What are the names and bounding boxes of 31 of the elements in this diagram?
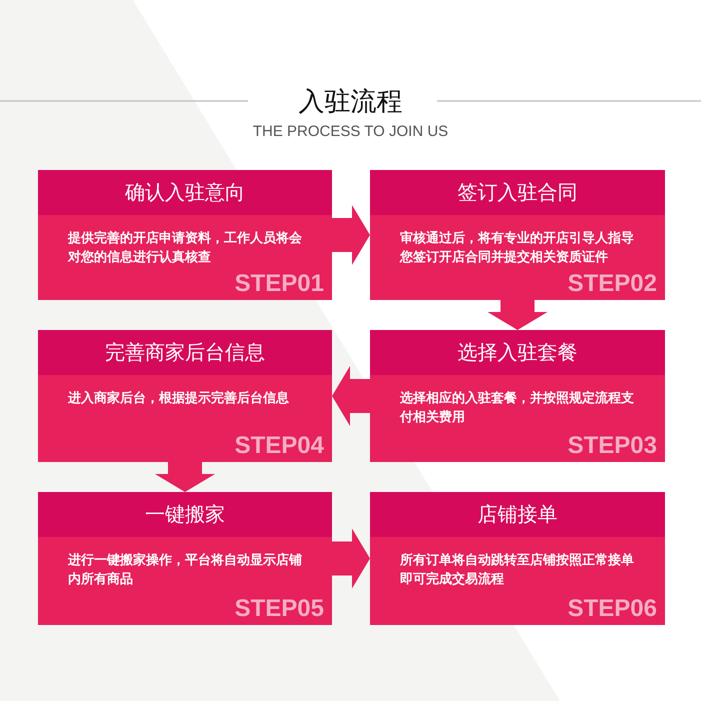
step-title: 完善商家后台信息: [38, 330, 332, 375]
step-number: STEP01: [234, 272, 324, 296]
step-number: STEP02: [568, 272, 657, 296]
step-card: [370, 170, 665, 300]
step-number: STEP05: [234, 597, 324, 621]
block-arrow: [332, 205, 370, 265]
step-title: 确认入驻意向: [38, 170, 332, 215]
step-description: 进行一键搬家操作，平台将自动显示店铺内所有商品: [68, 551, 302, 588]
step-description: 审核通过后，将有专业的开店引导人指导您签订开店合同并提交相关资质证件: [400, 229, 635, 266]
step-title: 一键搬家: [38, 492, 332, 537]
step-number: STEP04: [234, 434, 324, 458]
step-card: [38, 170, 332, 300]
step-card: [370, 330, 665, 462]
step-card: [38, 330, 332, 462]
block-arrow: [332, 366, 370, 426]
step-description: 选择相应的入驻套餐，并按照规定流程支付相关费用: [400, 389, 635, 426]
block-arrow: [155, 462, 215, 492]
step-description: 所有订单将自动跳转至店铺按照正常接单即可完成交易流程: [400, 551, 635, 588]
step-card: [38, 492, 332, 625]
step-description: 进入商家后台，根据提示完善后台信息: [68, 389, 290, 407]
diagram-title: 入驻流程: [298, 85, 402, 118]
step-card: [370, 492, 665, 625]
step-title: 店铺接单: [370, 492, 665, 537]
step-title: 签订入驻合同: [370, 170, 665, 215]
step-title: 选择入驻套餐: [370, 330, 665, 375]
block-arrow: [332, 528, 370, 588]
block-arrow: [488, 300, 548, 330]
step-number: STEP03: [568, 434, 657, 458]
subtitle: THE PROCESS TO JOIN US: [252, 122, 448, 142]
step-number: STEP06: [568, 597, 657, 621]
step-description: 提供完善的开店申请资料，工作人员将会对您的信息进行认真核查: [68, 229, 302, 266]
